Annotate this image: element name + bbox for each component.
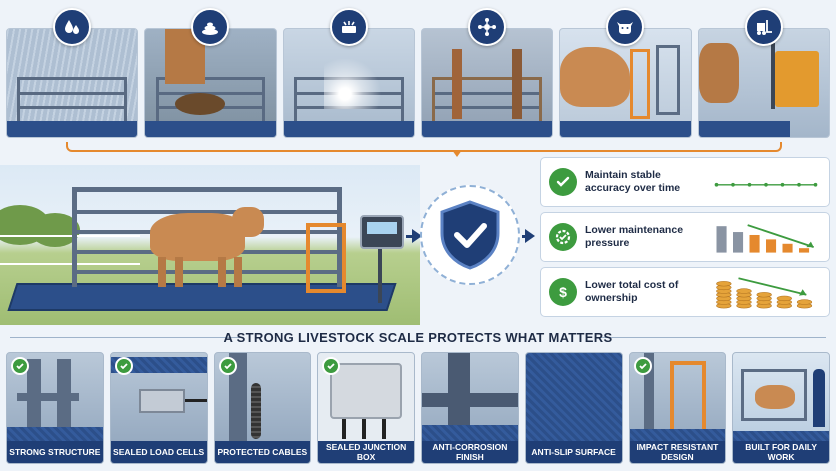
feature-protected-cables: PROTECTED CABLES xyxy=(213,352,312,464)
feature-sealed-load-cells: SEALED LOAD CELLS xyxy=(109,352,208,464)
washdown-icon xyxy=(329,8,368,46)
trend-arrow xyxy=(738,277,807,296)
coin xyxy=(756,292,772,298)
washdown-scene xyxy=(282,28,415,138)
rust-scene xyxy=(420,28,554,138)
maintenance-bar xyxy=(733,232,744,253)
cost-coins-chart xyxy=(716,277,813,309)
benefit-text: Maintain stable accuracy over time xyxy=(585,169,681,194)
benefit-cost: $ Lower total cost of ownership xyxy=(540,267,830,317)
trend-arrow xyxy=(747,224,814,248)
cow-head xyxy=(232,207,264,237)
check-icon xyxy=(114,357,133,375)
hazard-manure xyxy=(144,8,277,138)
stable-accuracy-chart xyxy=(714,182,818,187)
feature-strong-structure: STRONG STRUCTURE xyxy=(6,352,104,464)
background-fence xyxy=(0,235,140,265)
check-icon xyxy=(633,357,652,375)
maintenance-bar xyxy=(782,243,793,253)
feature-built-for-daily-work: BUILT FOR DAILY WORK xyxy=(732,352,830,464)
coin xyxy=(776,295,792,302)
hazard-strip xyxy=(6,8,830,138)
indicator-pole xyxy=(378,249,382,303)
check-icon xyxy=(11,357,29,375)
feature-impact-resistant: IMPACT RESISTANT DESIGN xyxy=(628,352,727,464)
coin xyxy=(736,288,752,294)
tagline: A STRONG LIVESTOCK SCALE PROTECTS WHAT M… xyxy=(223,330,613,345)
orange-gate xyxy=(306,223,346,293)
check-icon xyxy=(322,357,341,375)
hazard-rain xyxy=(6,8,139,138)
feature-anti-slip-surface: ANTI-SLIP SURFACE xyxy=(524,352,623,464)
livestock-scale-scene xyxy=(0,165,420,325)
svg-text:$: $ xyxy=(559,284,567,300)
feature-strip: STRONG STRUCTURE SEALED LOAD CELLS PROTE… xyxy=(6,352,830,464)
maintenance-bar xyxy=(799,248,810,253)
hazard-connector xyxy=(66,142,782,152)
cow xyxy=(150,213,245,261)
hazard-animal-impact xyxy=(559,8,692,138)
gear-check-icon xyxy=(549,223,577,251)
check-shield-icon xyxy=(549,168,577,196)
weight-indicator xyxy=(360,215,404,249)
rain-scene xyxy=(6,28,139,138)
cow-icon xyxy=(606,8,645,46)
benefit-accuracy: Maintain stable accuracy over time xyxy=(540,157,830,207)
feature-sealed-junction-box: SEALED JUNCTION BOX xyxy=(317,352,415,464)
maintenance-bar xyxy=(716,226,727,253)
maintenance-bar xyxy=(766,239,777,253)
connector-arrow xyxy=(452,150,462,157)
arrow-right-icon xyxy=(412,229,422,243)
coin xyxy=(716,281,732,287)
animal-impact-scene xyxy=(559,28,692,138)
check-icon xyxy=(218,357,237,375)
water-drops-icon xyxy=(53,8,92,46)
maintenance-bars-chart xyxy=(716,224,814,253)
benefit-text: Lower total cost of ownership xyxy=(585,279,679,304)
hazard-forklift xyxy=(697,8,830,138)
benefits-list: Maintain stable accuracy over time Lower… xyxy=(540,157,830,317)
trend-arrowhead xyxy=(806,241,814,248)
protection-shield xyxy=(420,185,520,285)
trend-arrowhead xyxy=(799,289,807,296)
manure-scene xyxy=(144,28,277,138)
tagline-row: A STRONG LIVESTOCK SCALE PROTECTS WHAT M… xyxy=(0,328,836,348)
coin xyxy=(796,299,813,305)
dollar-down-icon: $ xyxy=(549,278,577,306)
maintenance-bar xyxy=(749,234,760,253)
hazard-washdown xyxy=(282,8,415,138)
corrosion-icon xyxy=(468,8,507,46)
manure-icon xyxy=(191,8,230,46)
arrow-right-icon xyxy=(525,229,535,243)
forklift-icon xyxy=(744,8,783,46)
hazard-corrosion xyxy=(420,8,554,138)
benefit-maintenance: Lower maintenance pressure xyxy=(540,212,830,262)
main-illustration: Maintain stable accuracy over time Lower… xyxy=(0,155,836,325)
forklift-scene xyxy=(697,28,830,138)
benefit-text: Lower maintenance pressure xyxy=(585,224,684,249)
shield-check-icon xyxy=(440,200,500,270)
feature-anti-corrosion: ANTI-CORROSION FINISH xyxy=(421,352,519,464)
